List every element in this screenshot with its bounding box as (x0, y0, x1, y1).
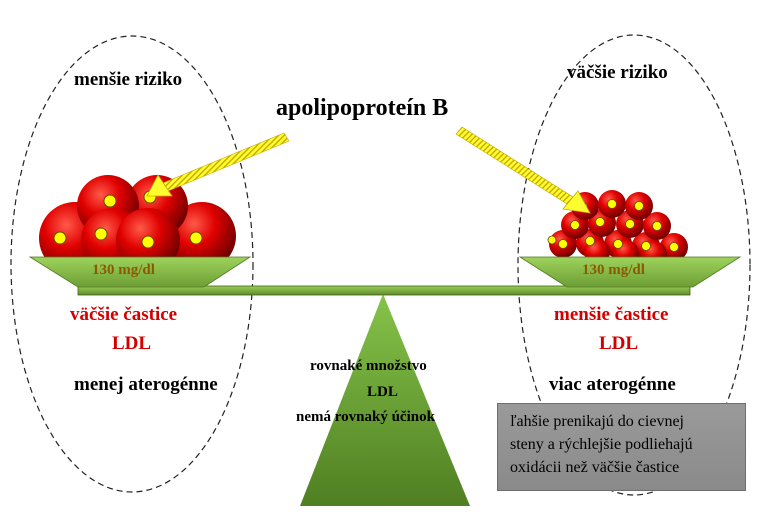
right-particles-label: menšie častice (554, 304, 669, 325)
large-ldl-particles (39, 175, 236, 274)
right-atherogenic-label: viac aterogénne (549, 374, 676, 395)
oxidation-note-box: ľahšie prenikajú do cievnej steny a rých… (497, 403, 746, 491)
left-group-ellipse (10, 35, 254, 493)
apolipoprotein-label: apolipoproteín B (276, 95, 449, 121)
right-dose-label: 130 mg/dl (582, 262, 645, 278)
right-group-ellipse (517, 34, 751, 496)
note-line1: ľahšie prenikajú do cievnej (510, 413, 684, 430)
center-line2: LDL (367, 384, 398, 400)
center-line1: rovnaké množstvo (310, 358, 427, 374)
left-particles-label: väčšie častice (70, 304, 178, 325)
apob-arrow-right (455, 126, 591, 214)
left-atherogenic-label: menej aterogénne (74, 374, 218, 395)
right-ldl-label: LDL (599, 333, 639, 354)
left-dose-label: 130 mg/dl (92, 262, 155, 278)
fulcrum-triangle (300, 294, 470, 506)
left-risk-label: menšie riziko (74, 69, 183, 90)
note-line3: oxidácii než väčšie častice (510, 459, 680, 476)
scale-beam (77, 285, 691, 296)
small-ldl-particles (547, 190, 688, 267)
left-tray (28, 256, 252, 288)
center-line3: nemá rovnaký účinok (296, 409, 435, 425)
left-ldl-label: LDL (112, 333, 152, 354)
right-tray (518, 256, 742, 288)
note-line2: steny a rýchlejšie podliehajú (510, 436, 693, 453)
apob-arrow-left (146, 132, 290, 197)
right-risk-label: väčšie riziko (567, 62, 668, 83)
